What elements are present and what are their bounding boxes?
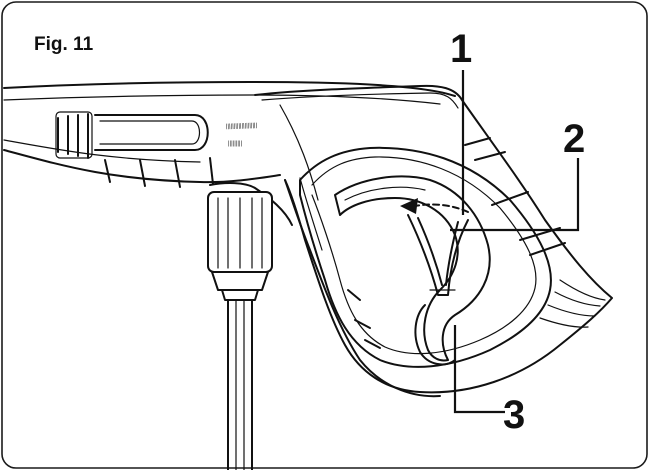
callout-leaders [450, 70, 580, 414]
arrow-head [400, 198, 418, 214]
callout-label-2: 2 [563, 117, 585, 161]
callout-label-3: 3 [503, 393, 525, 437]
hose-connector [207, 182, 293, 470]
trigger [334, 175, 491, 366]
gun-barrel: |||||||||||||||||||| ||||||||| [3, 81, 456, 188]
trigger-lock [407, 214, 469, 296]
body-marking-2: ||||||||| [228, 141, 242, 147]
leader-3 [453, 325, 505, 414]
figure-title: Fig. 11 [34, 34, 94, 55]
gun-handle [254, 84, 613, 398]
body-marking: |||||||||||||||||||| [226, 123, 258, 130]
leader-2 [450, 158, 580, 232]
callout-label-1: 1 [450, 27, 472, 71]
